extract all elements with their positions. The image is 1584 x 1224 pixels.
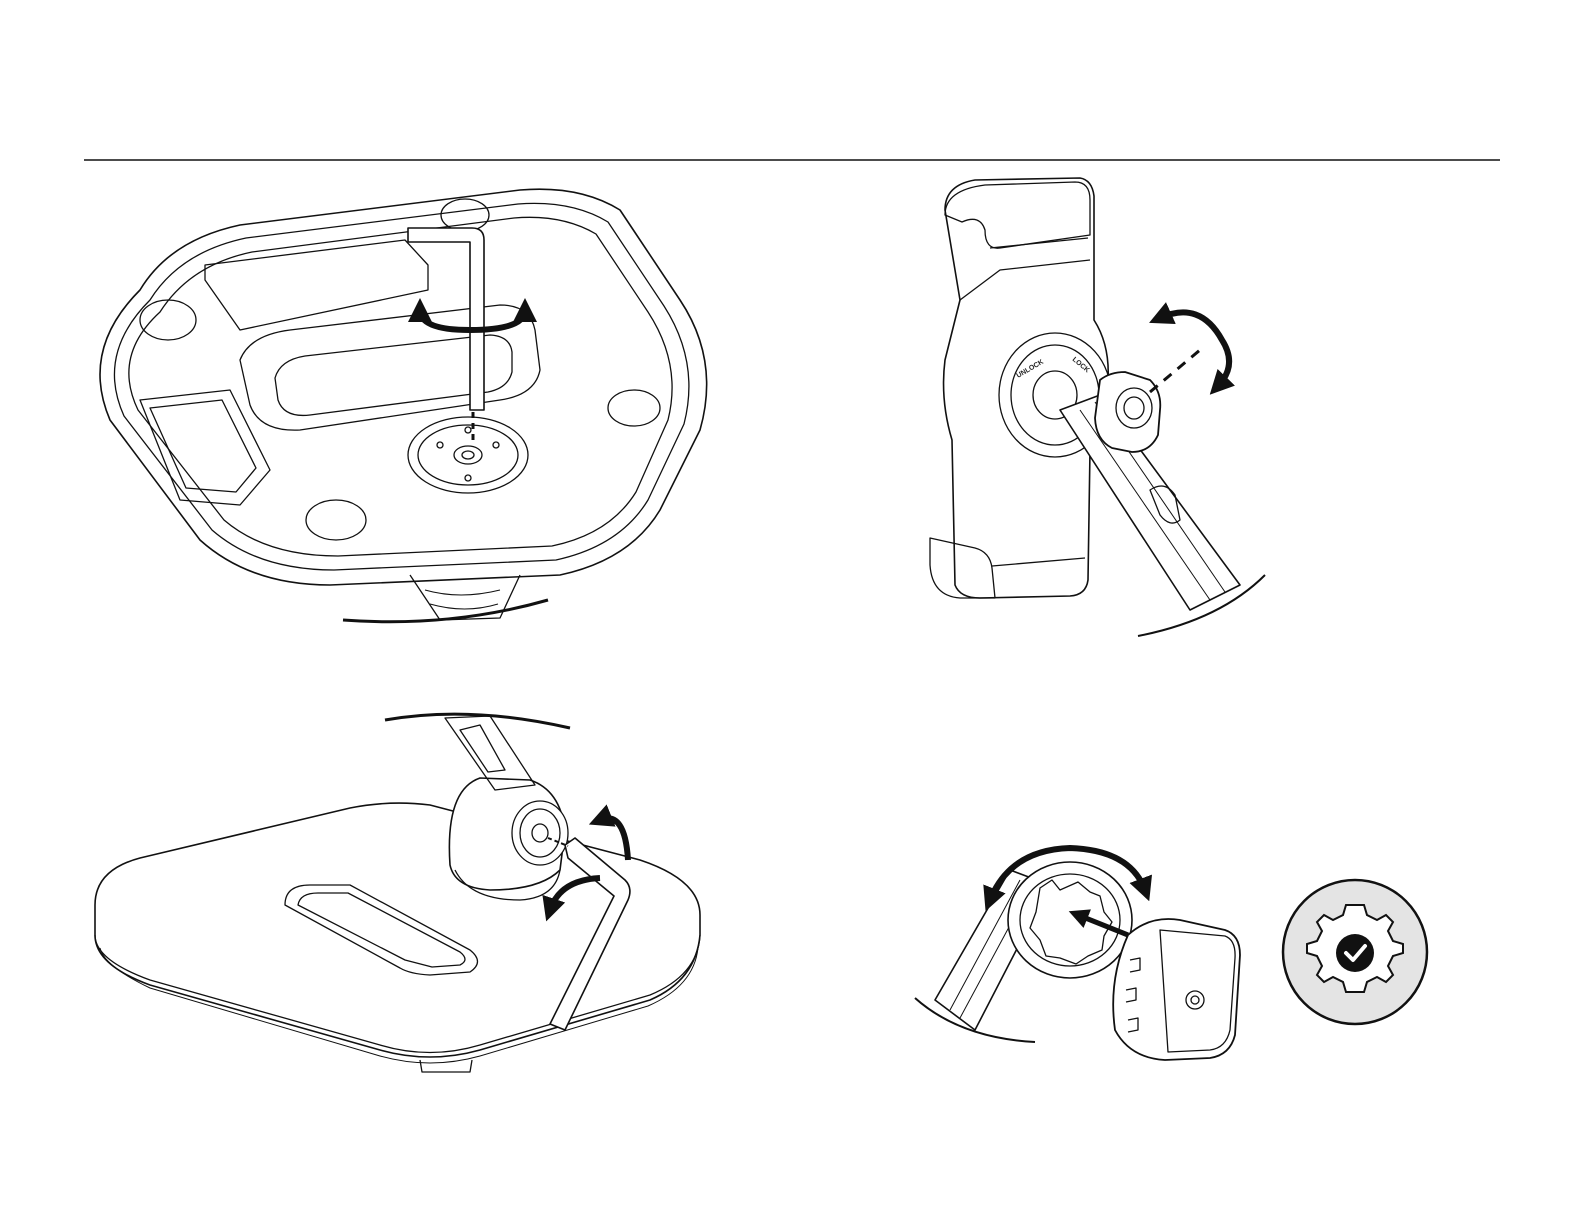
lock-label: LOCK [1071, 356, 1091, 374]
label-recess [205, 240, 428, 330]
rotate-arrow-icon [550, 878, 600, 910]
step-3-illustration [95, 714, 700, 1072]
quick-release-plate [1113, 919, 1240, 1060]
base-plate-outline [100, 189, 707, 585]
step-4-illustration [915, 848, 1240, 1060]
step-1-illustration [100, 189, 707, 622]
receiver-ring [1008, 862, 1132, 978]
cut-arc [343, 600, 548, 622]
tablet-holder-body [944, 178, 1109, 598]
gear-check-icon [1283, 880, 1427, 1024]
lock-knob [1095, 372, 1160, 452]
foot-pad [140, 300, 196, 340]
step-2-illustration: UNLOCK LOCK [930, 178, 1265, 636]
bottom-clamp [930, 538, 995, 598]
center-slot [285, 885, 478, 975]
center-slot [240, 305, 540, 430]
hex-key-icon [550, 838, 630, 1030]
foot-pad [441, 199, 489, 231]
foot-pad [306, 500, 366, 540]
top-clamp [945, 182, 1090, 248]
foot-pad [608, 390, 660, 426]
